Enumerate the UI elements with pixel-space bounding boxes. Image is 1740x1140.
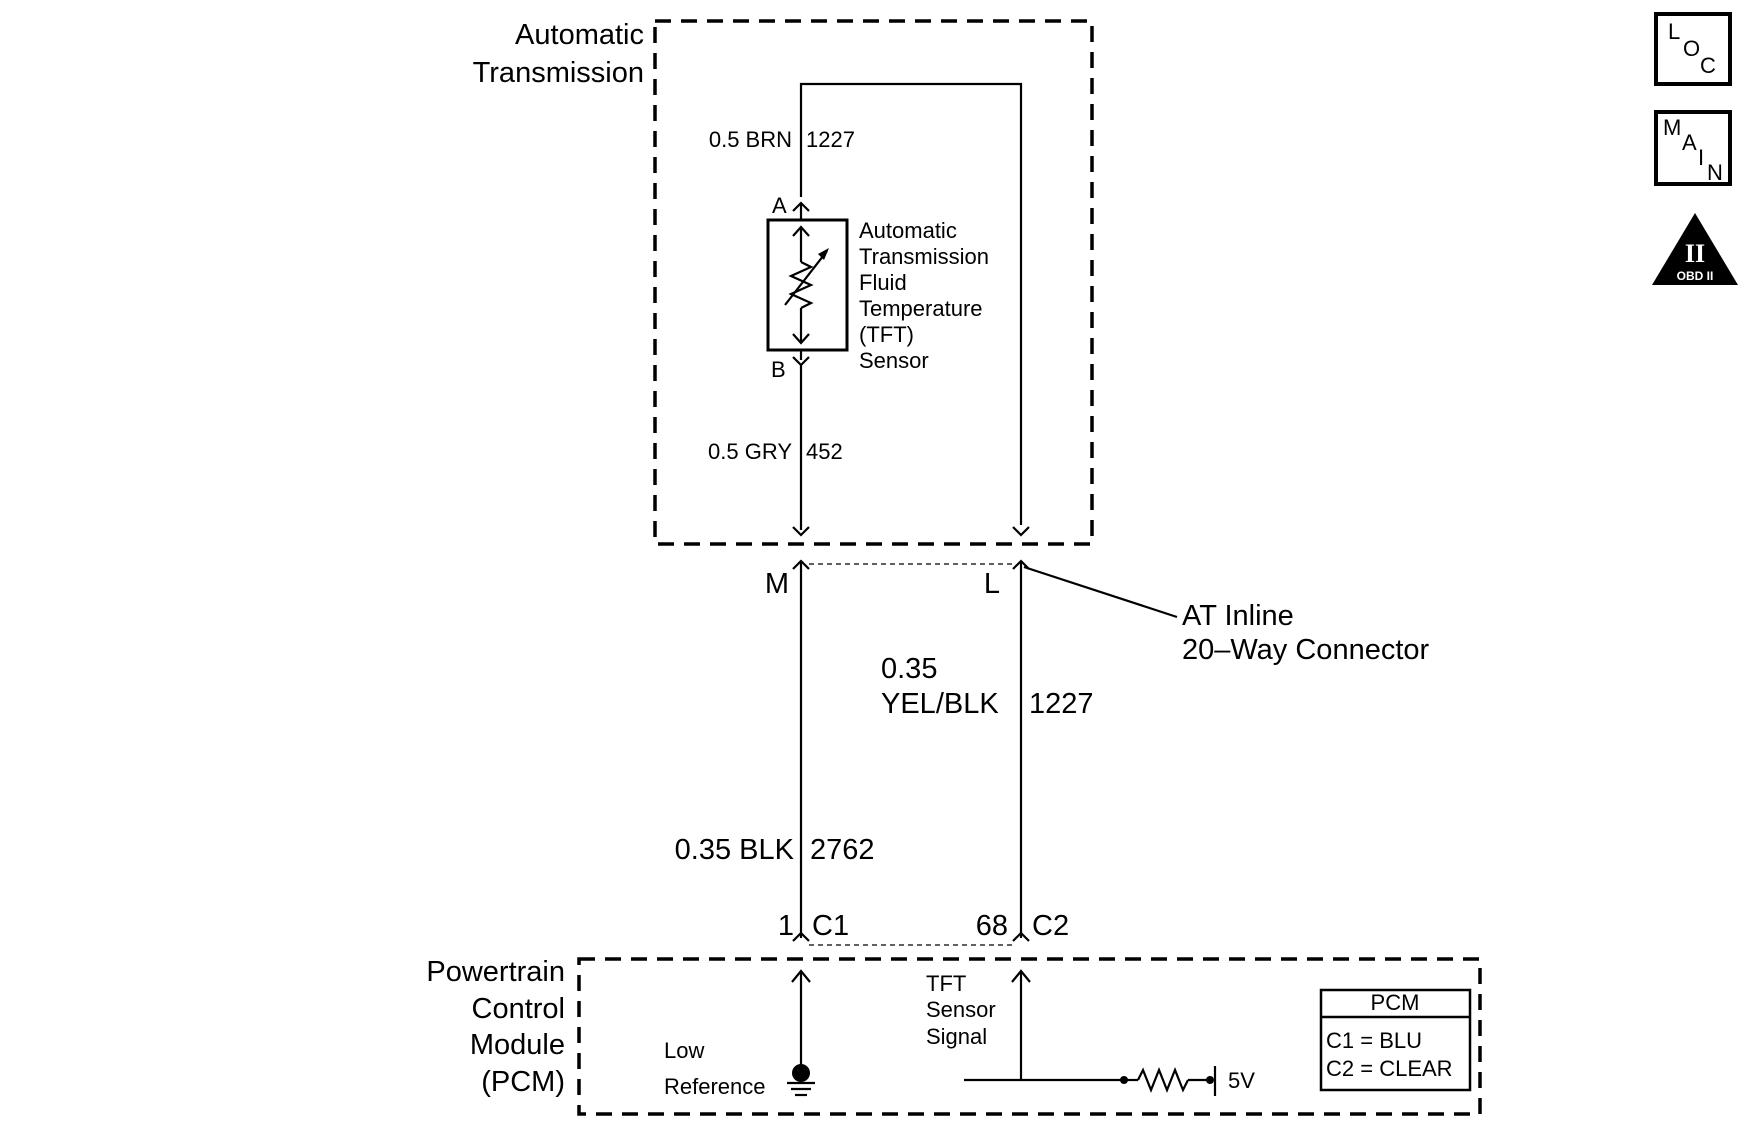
svg-text:Temperature: Temperature (859, 296, 983, 321)
svg-text:Sensor: Sensor (859, 348, 929, 373)
low-ref-arrow (791, 969, 811, 983)
loc-icon: L O C (1654, 12, 1732, 86)
transmission-title-line2: Transmission (473, 57, 644, 89)
wire-yel-blk-color-line1: 0.35 (881, 653, 937, 685)
svg-text:C1 = BLU: C1 = BLU (1326, 1028, 1422, 1053)
low-ref-label-line1: Low (664, 1038, 704, 1063)
svg-text:M: M (1663, 115, 1681, 140)
svg-text:N: N (1707, 160, 1723, 185)
c1-pin-number: 1 (778, 910, 794, 942)
pin-c2-68 (1012, 931, 1030, 942)
inline-connector-label-line1: AT Inline (1182, 600, 1294, 632)
pin-c1-1 (792, 931, 810, 942)
terminal-b-label: B (771, 357, 786, 382)
terminal-a-label: A (772, 193, 787, 218)
svg-text:Control: Control (472, 993, 566, 1025)
svg-text:OBD II: OBD II (1677, 269, 1714, 283)
tft-sensor-body (766, 218, 849, 352)
svg-text:Powertrain: Powertrain (426, 956, 565, 988)
wire-yel-blk-circuit: 1227 (1029, 688, 1094, 720)
svg-text:PCM: PCM (1371, 990, 1420, 1015)
svg-text:TFT: TFT (926, 971, 966, 996)
inline-connector-leader (1023, 565, 1178, 619)
wire-gry-color: 0.5 GRY (708, 439, 792, 464)
svg-text:(PCM): (PCM) (481, 1066, 565, 1098)
thermistor-icon (784, 225, 829, 345)
svg-text:Automatic: Automatic (859, 218, 957, 243)
wire-brn-color: 0.5 BRN (709, 127, 792, 152)
obd-ii-icon: II OBD II (1652, 213, 1738, 285)
signal-arrow (1011, 969, 1031, 983)
wire-blk-circuit: 2762 (810, 834, 875, 866)
c2-pin-number: 68 (976, 910, 1008, 942)
wire-yel-blk-color-line2: YEL/BLK (881, 688, 999, 720)
pcm-title: Powertrain Control Module (PCM) (426, 956, 565, 1098)
pin-male-right (1012, 526, 1030, 537)
supply-voltage-label: 5V (1228, 1068, 1255, 1093)
c2-connector-label: C2 (1032, 910, 1069, 942)
transmission-title-line1: Automatic (515, 19, 644, 51)
pin-male-left (792, 526, 810, 537)
svg-text:O: O (1683, 36, 1700, 61)
wire-brn-1227 (799, 82, 1023, 525)
wire-blk-color: 0.35 BLK (675, 834, 795, 866)
signal-label: TFT Sensor Signal (926, 971, 996, 1049)
svg-text:Module: Module (470, 1029, 565, 1061)
svg-text:L: L (1668, 19, 1680, 44)
svg-text:Sensor: Sensor (926, 997, 996, 1022)
svg-text:Transmission: Transmission (859, 244, 989, 269)
svg-text:II: II (1685, 239, 1705, 268)
svg-text:(TFT): (TFT) (859, 322, 914, 347)
pullup-resistor-icon (1120, 1066, 1217, 1096)
main-icon: M A I N (1654, 110, 1732, 186)
wire-gry-circuit: 452 (806, 439, 843, 464)
pin-m-label: M (765, 568, 789, 600)
svg-text:Fluid: Fluid (859, 270, 907, 295)
svg-text:I: I (1698, 145, 1704, 170)
svg-text:C: C (1700, 53, 1716, 78)
svg-text:Signal: Signal (926, 1024, 987, 1049)
wire-brn-circuit: 1227 (806, 127, 855, 152)
c1-connector-label: C1 (812, 910, 849, 942)
pin-l-label: L (984, 568, 1000, 600)
inline-connector-label-line2: 20–Way Connector (1182, 634, 1430, 666)
pcm-legend: PCM C1 = BLU C2 = CLEAR (1319, 988, 1472, 1092)
svg-text:C2 = CLEAR: C2 = CLEAR (1326, 1056, 1453, 1081)
low-ref-label-line2: Reference (664, 1074, 766, 1099)
svg-text:A: A (1682, 130, 1697, 155)
transmission-boundary (653, 19, 1094, 546)
pcm-boundary (577, 957, 1482, 1116)
ground-icon (787, 1064, 815, 1097)
tft-sensor-name: Automatic Transmission Fluid Temperature… (859, 218, 989, 373)
